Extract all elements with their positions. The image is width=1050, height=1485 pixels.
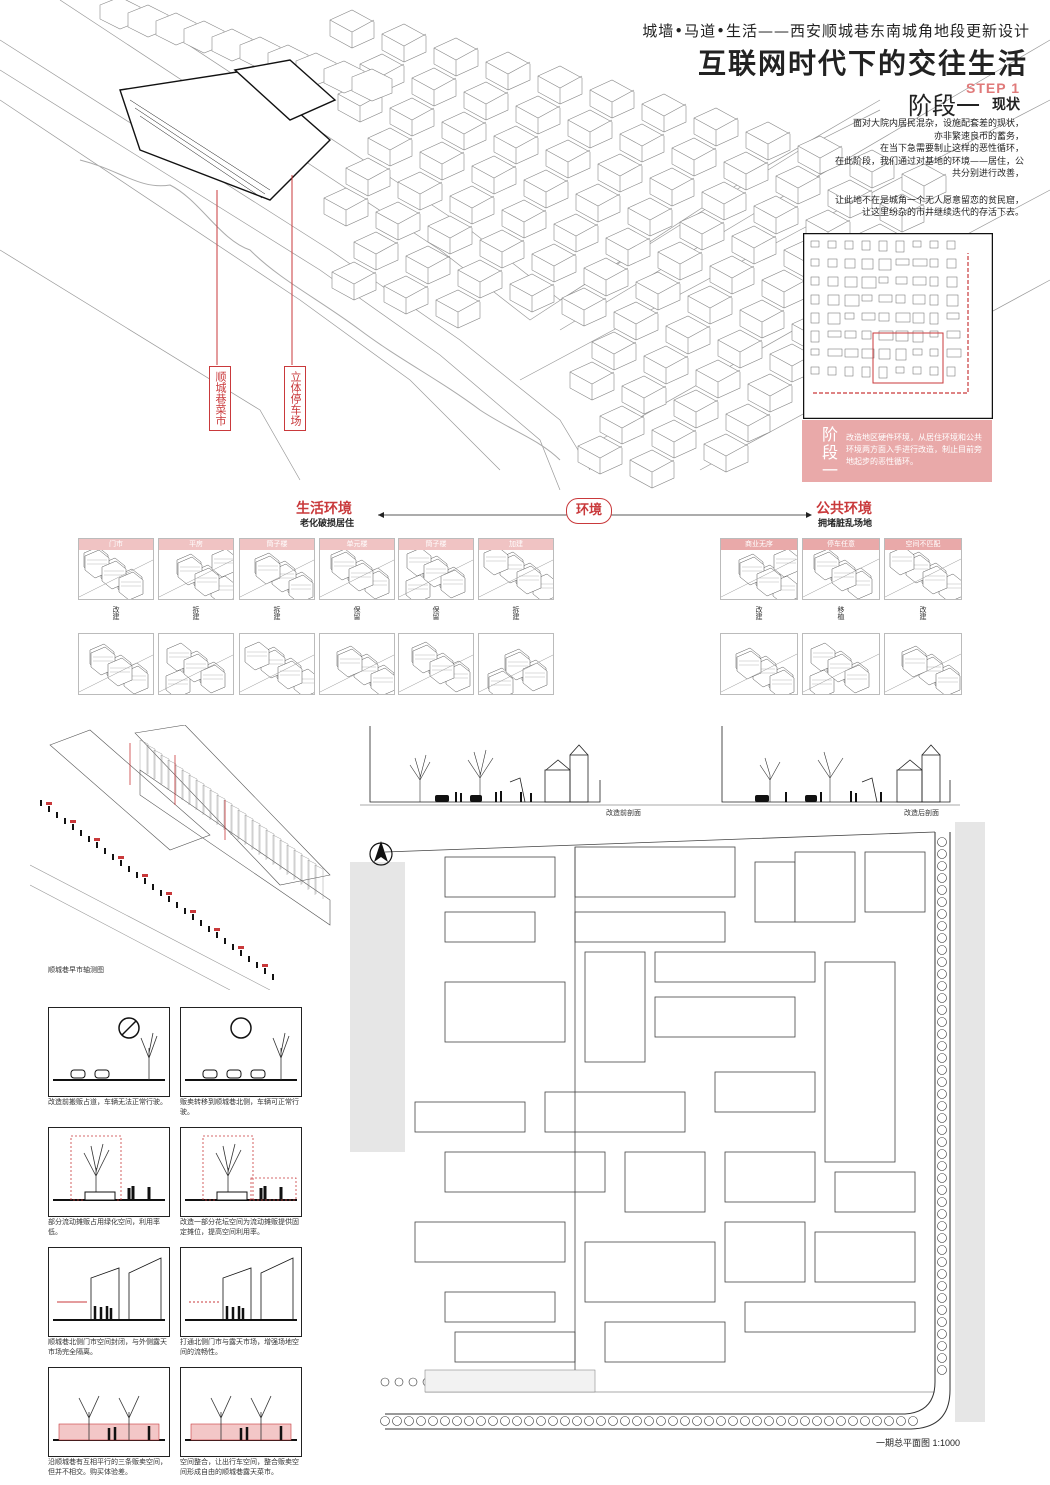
- living-thumb-before: 门市: [78, 538, 154, 600]
- living-thumb-after: [78, 633, 154, 695]
- section-drawings: [360, 726, 960, 806]
- public-thumb-tag: 停车任意: [803, 539, 879, 550]
- living-action-label: 拆建: [512, 606, 520, 620]
- living-thumb-tag: 门市: [79, 539, 153, 550]
- stage-box: 阶段一 改造地区硬件环境，从居住环境和公共环境两方面入手进行改造，制止目前旁地起…: [802, 420, 992, 482]
- site-plan-thumbnail: [803, 233, 993, 419]
- public-thumb-after: [720, 633, 798, 695]
- parking-label: 立体停车场: [284, 366, 306, 431]
- environment-center: 环境: [566, 498, 612, 524]
- living-action-label: 拆建: [273, 606, 281, 620]
- strategy-panel: [48, 1367, 170, 1457]
- living-thumb-before: 平房: [158, 538, 234, 600]
- strategy-panel: [180, 1007, 302, 1097]
- public-env-sub: 拥堵脏乱场地: [818, 519, 873, 529]
- master-plan-caption: 一期总平面图 1:1000: [876, 1438, 961, 1448]
- living-action-label: 保留: [432, 606, 440, 620]
- intro-paragraph-1: 面对大院内居民混杂，设施配套差的现状， 亦非繁速良币的蓄务， 在当下急需要制止这…: [834, 119, 1024, 179]
- living-thumb-before: 单元楼: [319, 538, 395, 600]
- strategy-panel: [48, 1127, 170, 1217]
- public-action-label: 移植: [837, 606, 845, 620]
- living-thumb-after: [478, 633, 554, 695]
- strategy-panel-caption: 打通北侧门市与露天市场，增强场地空间的流畅性。: [180, 1339, 299, 1356]
- living-thumb-after: [239, 633, 315, 695]
- north-arrow-icon: [369, 841, 393, 866]
- living-thumb-after: [158, 633, 234, 695]
- strategy-panel: [180, 1367, 302, 1457]
- living-env-sub: 老化破损居住: [300, 519, 355, 529]
- market-axonometric: [30, 725, 331, 990]
- strategy-panel-caption: 空间整合，让出行车空间，整合贩卖空间形成自由的顺城巷露天菜市。: [180, 1459, 299, 1476]
- living-thumb-tag: 筒子楼: [240, 539, 314, 550]
- strategy-panel: [180, 1127, 302, 1217]
- strategy-panel-caption: 改造前搬贩占道，车辆无法正常行驶。: [48, 1099, 167, 1106]
- public-action-label: 改建: [755, 606, 763, 620]
- strategy-panel-caption: 贩卖转移到顺城巷北侧，车辆可正常行驶。: [180, 1099, 299, 1116]
- strategy-panel-caption: 顺城巷北侧门市空间封闭，与外侧露天市场完全隔离。: [48, 1339, 167, 1356]
- stage-box-text: 改造地区硬件环境，从居住环境和公共环境两方面入手进行改造，制止目前旁地起步的恶性…: [846, 433, 982, 466]
- strategy-panel: [48, 1247, 170, 1337]
- master-plan: [345, 822, 985, 1452]
- market-label: 顺城巷菜市: [209, 366, 231, 431]
- living-env-title: 生活环境: [296, 501, 352, 517]
- living-action-label: 拆建: [192, 606, 200, 620]
- stage-box-label: 阶段一: [819, 426, 838, 480]
- living-thumb-before: 筒子楼: [398, 538, 474, 600]
- living-thumb-tag: 筒子楼: [399, 539, 473, 550]
- page-title: 互联网时代下的交往生活: [697, 47, 1028, 80]
- strategy-panel-caption: 沿顺城巷有互相平行的三条贩卖空间，但并不相交。购买体验差。: [48, 1459, 167, 1476]
- stage-title: 阶段一: [908, 92, 980, 120]
- strategy-panel: [48, 1007, 170, 1097]
- public-thumb-before: 停车任意: [802, 538, 880, 600]
- stage-subtitle: 现状: [992, 97, 1020, 113]
- strategy-panel: [180, 1247, 302, 1337]
- living-thumb-after: [319, 633, 395, 695]
- public-env-title: 公共环境: [816, 501, 872, 517]
- public-thumb-after: [884, 633, 962, 695]
- axon-caption: 顺城巷早市轴测图: [48, 967, 104, 974]
- living-thumb-before: 加建: [478, 538, 554, 600]
- intro-paragraph: 面对大院内居民混杂，设施配套差的现状， 亦非繁速良币的蓄务， 在当下急需要制止这…: [834, 118, 1024, 220]
- site-axonometric-map: [0, 0, 1050, 490]
- living-thumb-tag: 单元楼: [320, 539, 394, 550]
- public-thumb-before: 空间不匹配: [884, 538, 962, 600]
- living-thumb-after: [398, 633, 474, 695]
- strategy-panel-caption: 改造一部分花坛空间为流动摊贩提供固定摊位，提高空间利用率。: [180, 1219, 299, 1236]
- intro-paragraph-2: 让此地不在是城角一个无人愿意留恋的贫民窟， 让这里纷杂的市井继续迭代的存活下去。: [834, 195, 1024, 219]
- living-thumb-tag: 加建: [479, 539, 553, 550]
- environment-center-label: 环境: [575, 503, 602, 518]
- public-thumb-tag: 商业无序: [721, 539, 797, 550]
- living-action-label: 改建: [112, 606, 120, 620]
- public-thumb-after: [802, 633, 880, 695]
- section-before-caption: 改造前剖面: [606, 810, 641, 817]
- step-label: STEP 1: [966, 80, 1020, 96]
- project-subtitle: 城墙•马道•生活——西安顺城巷东南城角地段更新设计: [642, 22, 1030, 40]
- living-action-label: 保留: [353, 606, 361, 620]
- living-thumb-tag: 平房: [159, 539, 233, 550]
- public-thumb-before: 商业无序: [720, 538, 798, 600]
- strategy-panel-caption: 部分流动摊贩占用绿化空间，利用率低。: [48, 1219, 160, 1236]
- living-thumb-before: 筒子楼: [239, 538, 315, 600]
- public-thumb-tag: 空间不匹配: [885, 539, 961, 550]
- section-after-caption: 改造后剖面: [904, 810, 939, 817]
- public-action-label: 改建: [919, 606, 927, 620]
